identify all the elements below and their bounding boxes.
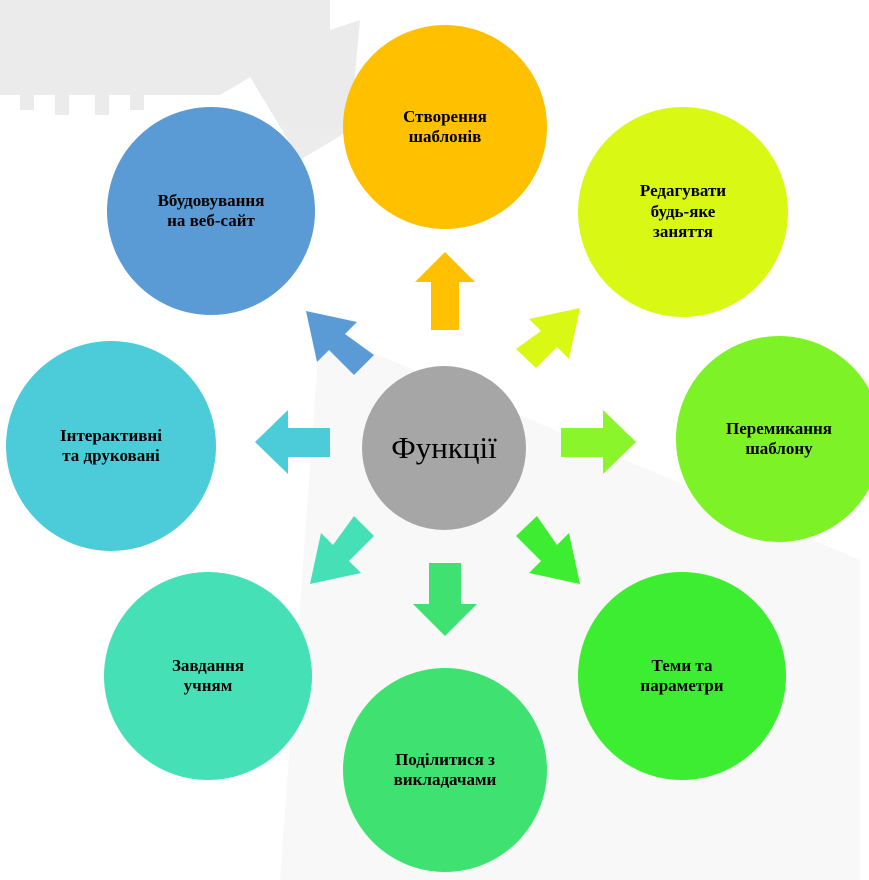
node-interactive-printable: Інтерактивні та друковані [6,341,216,551]
node-share-with-teachers: Поділитися з викладачами [343,668,547,872]
arrow-up [415,252,475,330]
node-create-templates: Створення шаблонів [343,25,547,229]
arrow-down [413,563,477,636]
node-switch-template: Перемикання шаблону [676,336,869,542]
center-label: Функції [391,430,497,465]
node-label: Інтерактивні та друковані [60,425,162,465]
node-label: Створення шаблонів [403,106,487,146]
arrow-right [561,410,636,474]
arrow-down-left [310,516,374,584]
arrow-left [255,410,330,474]
node-label: Редагувати будь-яке заняття [639,181,727,242]
arrow-up-left [306,311,374,375]
node-embed-website: Вбудовування на веб-сайт [107,107,315,315]
node-label: Перемикання шаблону [726,418,832,458]
node-label: Вбудовування на веб-сайт [157,190,265,230]
node-themes-parameters: Теми та параметри [578,572,786,780]
node-label: Завдання учням [171,655,245,695]
arrow-up-right [516,308,580,368]
node-label: Теми та параметри [640,655,724,695]
node-student-tasks: Завдання учням [104,572,312,780]
node-label: Поділитися з викладачами [393,749,497,789]
arrow-down-right [516,516,580,584]
node-edit-any-lesson: Редагувати будь-яке заняття [578,107,788,317]
center-circle: Функції [362,366,526,530]
